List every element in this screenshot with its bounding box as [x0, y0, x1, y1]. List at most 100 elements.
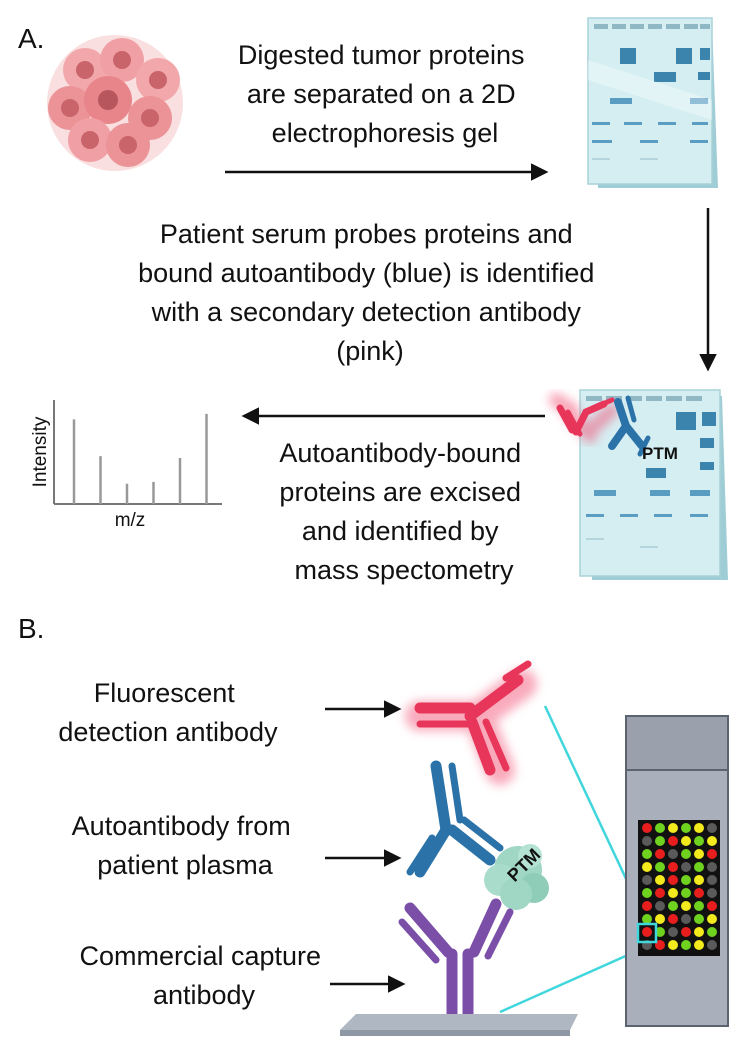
microarray-spot — [668, 888, 678, 898]
microarray-spot — [642, 836, 652, 846]
microarray-spot — [668, 914, 678, 924]
microarray-spot — [681, 888, 691, 898]
microarray-spot — [681, 914, 691, 924]
microarray-spot — [681, 927, 691, 937]
microarray-spot — [655, 875, 665, 885]
microarray-spot — [655, 927, 665, 937]
step1-line: Digested tumor proteins — [238, 40, 525, 70]
label-autoantibody: Autoantibody from patient plasma — [72, 811, 299, 880]
microarray-spot — [707, 836, 717, 846]
microarray-spot — [642, 875, 652, 885]
microarray-spot — [681, 862, 691, 872]
microarray-spot — [694, 849, 704, 859]
microarray-spot — [681, 849, 691, 859]
autoantibody-icon — [406, 760, 504, 878]
glass-slide-icon — [340, 1014, 578, 1036]
step1-text: Digested tumor proteins are separated on… — [238, 40, 532, 148]
microarray-spot — [707, 914, 717, 924]
microarray-spot — [642, 927, 652, 937]
label-fluorescent-antibody: Fluorescent detection antibody — [58, 678, 278, 747]
label-autoantibody-line: Autoantibody from — [72, 811, 291, 841]
microarray-spot — [655, 914, 665, 924]
microarray-spot — [694, 901, 704, 911]
spectrum-peaks — [72, 413, 208, 504]
label-capture-line: antibody — [153, 980, 256, 1010]
microarray-spot — [707, 940, 717, 950]
highlighted-spot — [636, 922, 658, 944]
microarray-spot — [694, 940, 704, 950]
microarray-spot — [655, 862, 665, 872]
microarray-spot — [681, 836, 691, 846]
step1-line: electrophoresis gel — [272, 118, 499, 148]
gel-ptm-label: PTM — [642, 444, 678, 463]
microarray-spot — [655, 901, 665, 911]
step3-text: Autoantibody-bound proteins are excised … — [279, 438, 528, 585]
microarray-spot — [694, 862, 704, 872]
microarray-spot — [668, 862, 678, 872]
pink-secondary-antibody-icon — [549, 393, 619, 443]
microarray-spot — [668, 849, 678, 859]
microarray-spot — [655, 940, 665, 950]
ptm-protein-icon: PTM — [484, 844, 549, 910]
microarray-spot — [655, 836, 665, 846]
step2-line: (pink) — [336, 336, 404, 366]
microarray-spot — [707, 862, 717, 872]
microarray-spot — [694, 888, 704, 898]
spectrum-y-label: Intensity — [30, 416, 51, 487]
step3-line: and identified by — [302, 516, 499, 546]
blue-autoantibody-icon — [608, 395, 651, 457]
section-b-label: B. — [18, 613, 44, 644]
microarray-spot — [681, 875, 691, 885]
microarray-spot — [655, 849, 665, 859]
capture-antibody-icon — [398, 898, 514, 1024]
microarray-spot — [642, 823, 652, 833]
microarray-spot — [642, 862, 652, 872]
step2-line: bound autoantibody (blue) is identified — [138, 258, 594, 288]
label-fluorescent-line: Fluorescent — [94, 678, 236, 708]
step3-line: proteins are excised — [279, 477, 521, 507]
tumor-cells-icon — [47, 35, 183, 171]
step3-line: mass spectometry — [294, 555, 514, 585]
microarray-spot — [694, 836, 704, 846]
step2-text: Patient serum probes proteins and bound … — [138, 219, 602, 366]
microarray-spot — [668, 901, 678, 911]
electrophoresis-gel-1-icon — [587, 17, 718, 188]
spectrum-x-label: m/z — [115, 510, 146, 531]
microarray-spot — [642, 888, 652, 898]
microarray-spot — [707, 849, 717, 859]
microarray-spot — [668, 823, 678, 833]
step1-line: are separated on a 2D — [247, 79, 516, 109]
label-fluorescent-line: detection antibody — [58, 717, 278, 747]
microarray-spot — [681, 901, 691, 911]
microarray-spot — [681, 823, 691, 833]
microarray-spot — [668, 836, 678, 846]
microarray-spot — [707, 888, 717, 898]
microarray-spot — [707, 823, 717, 833]
microarray-spot — [694, 823, 704, 833]
microarray-spot — [668, 927, 678, 937]
label-capture-antibody: Commercial capture antibody — [79, 941, 328, 1010]
microarray-spots — [642, 823, 717, 950]
microarray-spot — [668, 875, 678, 885]
microarray-spot — [694, 927, 704, 937]
microarray-spot — [694, 914, 704, 924]
step2-line: Patient serum probes proteins and — [160, 219, 573, 249]
label-capture-line: Commercial capture — [79, 941, 321, 971]
microarray-spot — [707, 875, 717, 885]
section-a-label: A. — [18, 23, 44, 54]
microarray-spot — [694, 875, 704, 885]
microarray-spot — [642, 849, 652, 859]
connector-line — [499, 944, 649, 1014]
label-autoantibody-line: patient plasma — [97, 850, 274, 880]
microarray-spot — [707, 927, 717, 937]
microarray-spot — [681, 940, 691, 950]
step2-line: with a secondary detection antibody — [151, 297, 582, 327]
fluorescent-detection-antibody-icon — [405, 660, 537, 785]
microarray-spot — [707, 901, 717, 911]
microarray-slide-icon — [625, 715, 729, 1027]
microarray-spot — [642, 901, 652, 911]
microarray-spot — [642, 914, 652, 924]
microarray-spot — [655, 823, 665, 833]
step3-line: Autoantibody-bound — [279, 438, 521, 468]
